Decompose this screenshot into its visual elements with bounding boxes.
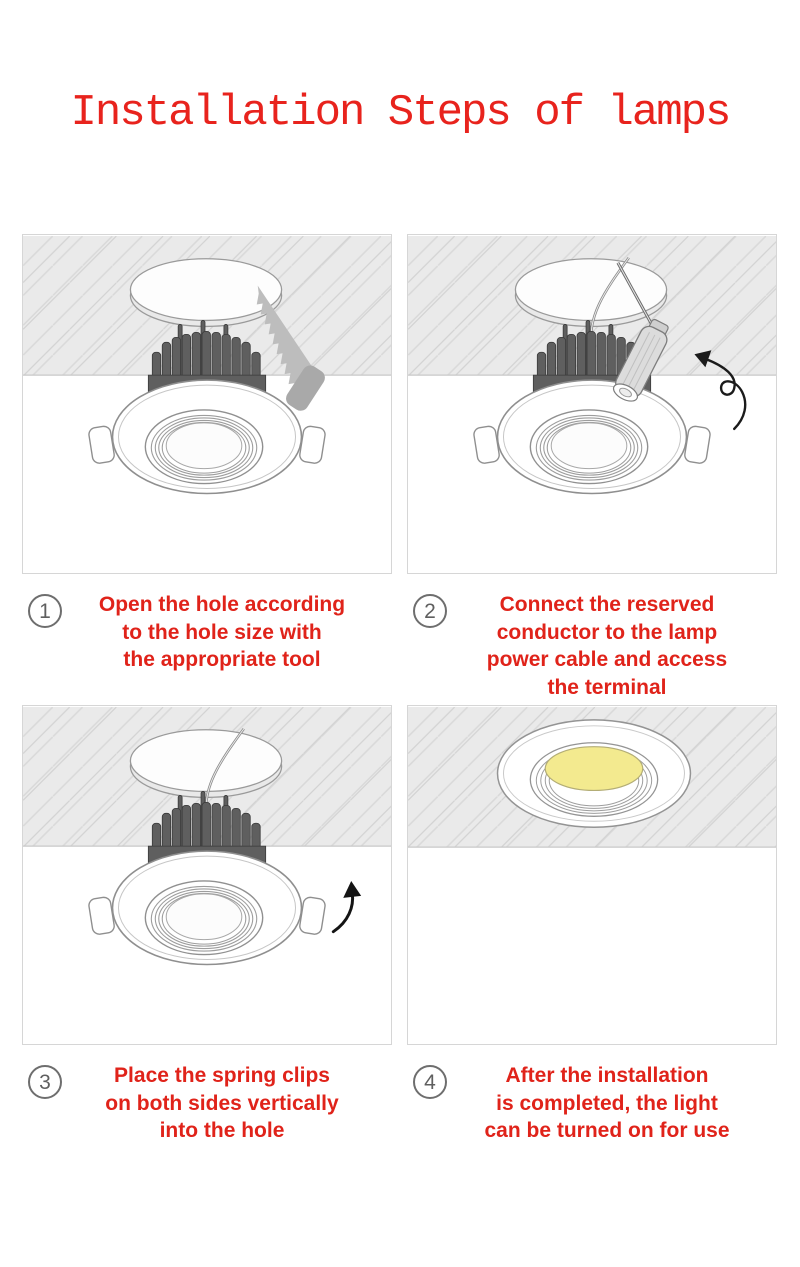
screwdriver-connect-wires-drawing [408, 235, 776, 573]
step-2: 2 Connect the reserved conductor to the … [407, 591, 777, 703]
step-3-number-badge: 3 [28, 1065, 62, 1099]
screwdriver-icon [612, 262, 669, 402]
saw-icon [256, 285, 325, 411]
step-4-caption-line-1: After the installation [505, 1064, 709, 1087]
illustration-step-2 [407, 234, 777, 574]
glow-lens [544, 746, 644, 792]
saw-cut-ceiling-hole-drawing [23, 235, 391, 573]
up-arrow-icon [331, 880, 362, 934]
step-4-caption: After the installation is completed, the… [447, 1062, 777, 1145]
insert-lamp-spring-clips-drawing [23, 706, 391, 1044]
step-2-caption-line-2: conductor to the lamp [496, 620, 718, 644]
step-2-number-badge: 2 [413, 594, 447, 628]
step-1-caption-line-1: Open the hole according [98, 593, 346, 616]
page-title: Installation Steps of lamps [70, 88, 732, 138]
illustration-row-2 [0, 705, 800, 1045]
illustration-step-3 [22, 705, 392, 1045]
step-1-caption: Open the hole according to the hole size… [62, 591, 392, 674]
step-4-number-badge: 4 [413, 1065, 447, 1099]
step-4-caption-line-2: is completed, the light [496, 1091, 718, 1115]
step-3-caption: Place the spring clips on both sides ver… [62, 1062, 392, 1145]
step-1-number-badge: 1 [28, 594, 62, 628]
step-3-caption-line-1: Place the spring clips [114, 1064, 330, 1087]
step-3-caption-line-3: into the hole [159, 1119, 285, 1143]
step-1-caption-line-2: to the hole size with [122, 620, 322, 644]
installed-downlight [496, 719, 692, 829]
step-4-caption-line-3: can be turned on for use [484, 1119, 730, 1143]
step-1: 1 Open the hole according to the hole si… [22, 591, 392, 703]
step-4: 4 After the installation is completed, t… [407, 1062, 777, 1162]
captions-row-1: 1 Open the hole according to the hole si… [0, 591, 800, 703]
step-2-caption-line-4: the terminal [547, 676, 667, 700]
step-3: 3 Place the spring clips on both sides v… [22, 1062, 392, 1162]
step-2-caption-line-3: power cable and access [486, 648, 728, 672]
illustration-step-1 [22, 234, 392, 574]
rotate-arrow-icon [694, 350, 747, 431]
cutout-disc [515, 259, 666, 327]
step-3-caption-line-2: on both sides vertically [105, 1091, 339, 1115]
illustration-row-1 [0, 234, 800, 574]
step-2-caption: Connect the reserved conductor to the la… [447, 591, 777, 702]
step-2-caption-line-1: Connect the reserved [499, 593, 715, 616]
installed-lamp-light-on-drawing [408, 706, 776, 848]
step-1-caption-line-3: the appropriate tool [123, 648, 321, 672]
cutout-disc [130, 730, 281, 798]
captions-row-2: 3 Place the spring clips on both sides v… [0, 1062, 800, 1162]
illustration-step-4 [407, 705, 777, 1045]
